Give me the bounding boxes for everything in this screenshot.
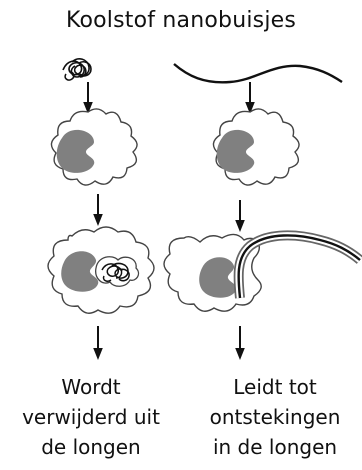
macrophage-cell-right-1 [213,109,299,185]
macrophage-cell-left-1 [51,109,137,185]
right-caption-line-1: Leidt tot [190,372,360,402]
left-caption-line-3: de longen [6,432,176,462]
left-caption-line-1: Wordt [6,372,176,402]
right-caption-line-2: ontstekingen [190,402,360,432]
macrophage-cell-left-2 [48,227,154,313]
macrophage-cell-right-2 [164,234,360,311]
right-caption-line-3: in de longen [190,432,360,462]
right-outcome-caption: Leidt tot ontstekingen in de longen [190,372,360,462]
left-outcome-caption: Wordt verwijderd uit de longen [6,372,176,462]
long-nanotube-icon [174,64,342,82]
left-caption-line-2: verwijderd uit [6,402,176,432]
tangled-nanotube-icon [63,59,91,80]
